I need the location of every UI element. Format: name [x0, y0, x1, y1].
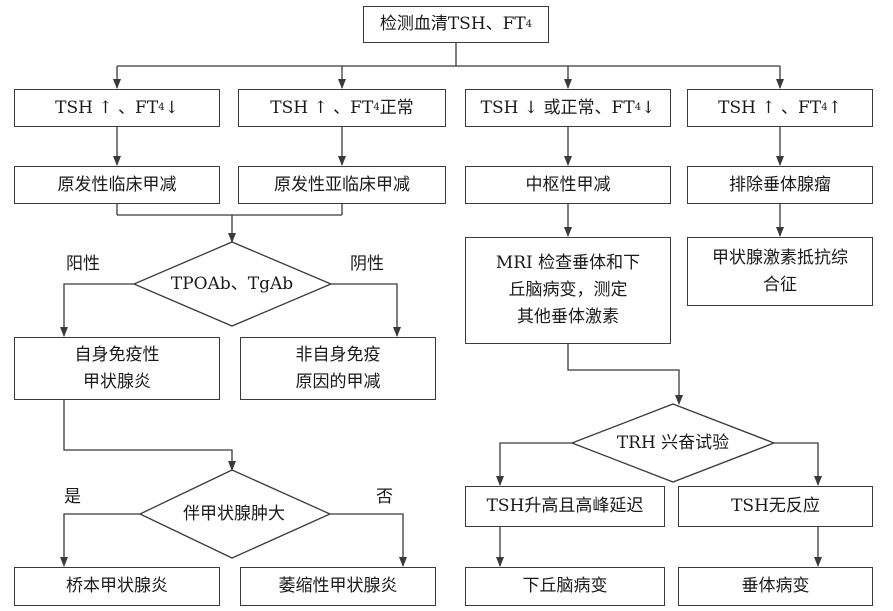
- node-autoimmune-thyroiditis: 自身免疫性 甲状腺炎: [14, 337, 220, 400]
- node-central: 中枢性甲减: [465, 166, 671, 204]
- node-hashimoto: 桥本甲状腺炎: [14, 567, 220, 606]
- arrow-mri-trh: [567, 344, 683, 405]
- decision-diamond-goiter: [138, 469, 332, 559]
- node-hypothalamic: 下丘脑病变: [465, 567, 665, 606]
- arrow-autoimmune-goiter: [63, 400, 236, 471]
- decision-diamond-trh: [570, 403, 776, 483]
- node-exclude-pituitary-tumor: 排除垂体腺瘤: [687, 166, 873, 204]
- decision-goiter-text: 伴甲状腺肿大: [183, 504, 285, 524]
- decision-trh-text: TRH 兴奋试验: [616, 433, 730, 453]
- label-negative: 阴性: [350, 254, 384, 274]
- node-tsh-no-response: TSH无反应: [678, 486, 873, 527]
- arrow-yes-branch: [60, 513, 140, 567]
- node-pituitary: 垂体病变: [678, 567, 873, 606]
- node-non-autoimmune: 非自身免疫 原因的甲减: [240, 337, 436, 400]
- arrow-positive-branch: [60, 283, 134, 337]
- node-mri-check: MRI 检查垂体和下 丘脑病变，测定 其他垂体激素: [465, 237, 671, 344]
- arrow-trh-right: [774, 442, 822, 486]
- node-primary-clinical: 原发性临床甲减: [14, 166, 220, 204]
- decision-antibody-text: TPOAb、TgAb: [170, 274, 294, 294]
- label-positive: 阳性: [66, 254, 100, 274]
- node-atrophic: 萎缩性甲状腺炎: [240, 567, 436, 606]
- arrow-no-branch: [330, 513, 407, 567]
- label-yes: 是: [64, 487, 81, 507]
- node-primary-subclinical: 原发性亚临床甲减: [238, 166, 446, 204]
- node-tsh-delayed: TSH升高且高峰延迟: [465, 486, 665, 527]
- arrow-negative-branch: [331, 283, 401, 337]
- arrow-trh-left: [496, 442, 572, 486]
- decision-diamond-antibody: [132, 241, 333, 327]
- node-thyroid-hormone-resistance: 甲状腺激素抵抗综 合征: [687, 237, 873, 306]
- label-no: 否: [376, 487, 393, 507]
